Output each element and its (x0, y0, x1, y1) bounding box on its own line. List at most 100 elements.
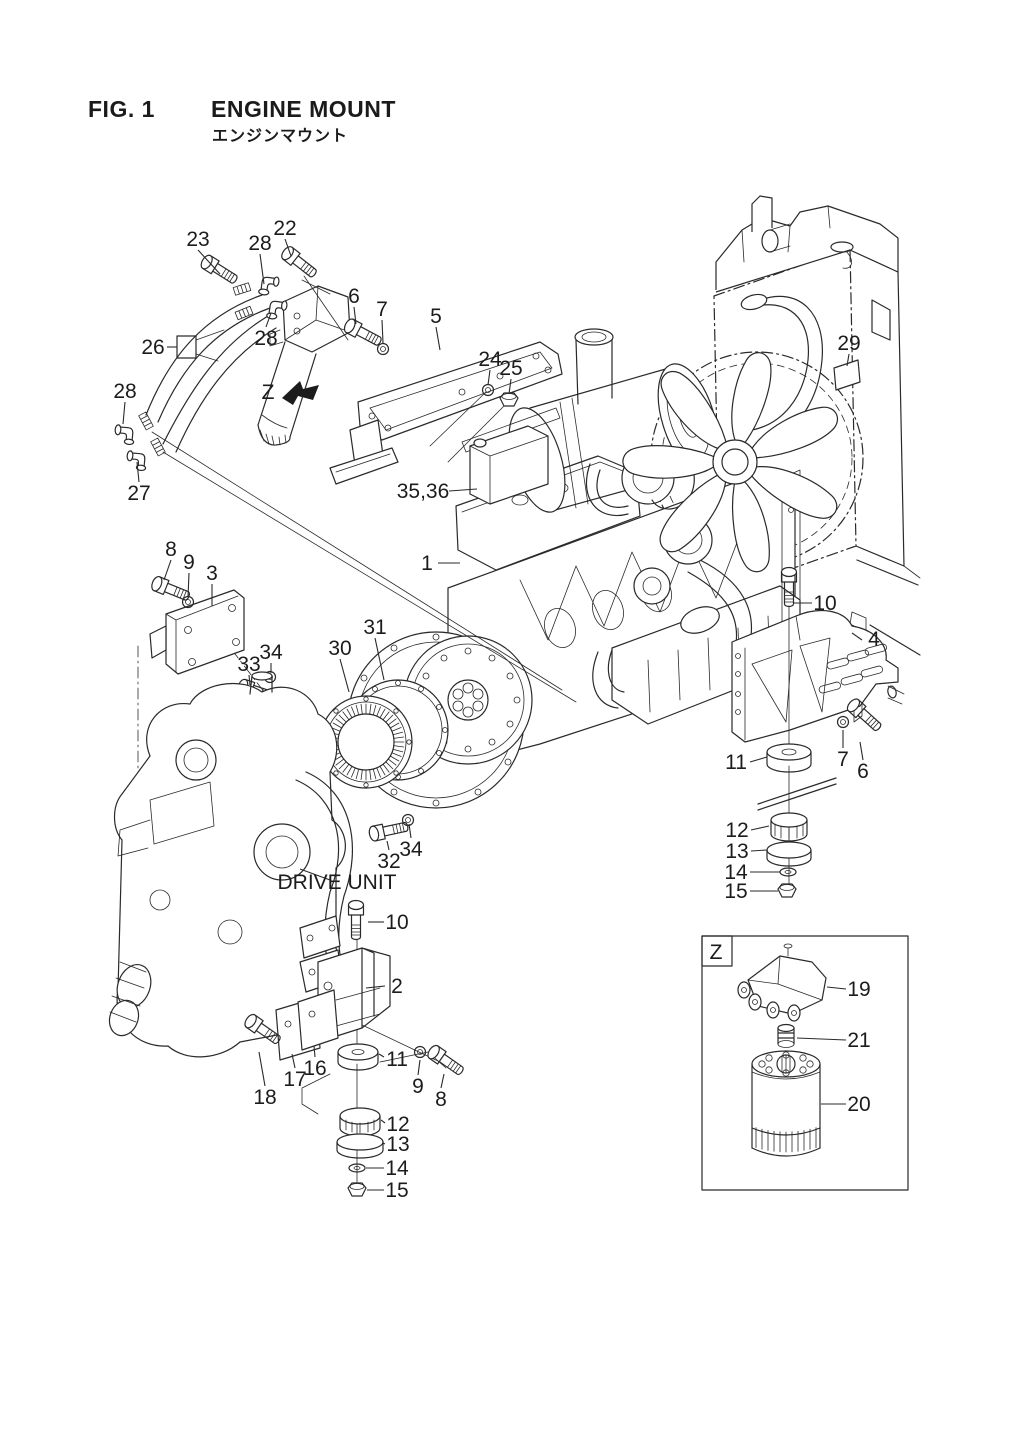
callout-6: 6 (857, 760, 869, 783)
leader-line-35,36 (448, 488, 478, 492)
callout-8: 8 (435, 1088, 447, 1111)
leader-line-23 (197, 249, 221, 275)
leader-line-17 (291, 1053, 296, 1069)
callout-18: 18 (253, 1086, 276, 1109)
callout-7: 7 (837, 748, 849, 771)
callout-19: 19 (847, 978, 870, 1001)
callout-8: 8 (165, 538, 177, 561)
callout-12: 12 (725, 819, 748, 842)
leader-line-28 (259, 253, 265, 285)
callout-25: 25 (499, 357, 522, 380)
leader-line-25 (508, 378, 512, 395)
leader-line-DRIVE UNIT (299, 868, 331, 881)
bracket-3-drawing (137, 574, 305, 789)
callout-12: 12 (386, 1113, 409, 1136)
callout-10: 10 (813, 592, 836, 615)
leader-line-13 (382, 1142, 386, 1145)
callout-20: 20 (847, 1093, 870, 1116)
callout-33: 33 (237, 653, 260, 676)
engine-drawing (447, 293, 823, 763)
callout-15: 15 (385, 1179, 408, 1202)
callout-16: 16 (303, 1057, 326, 1080)
callout-14: 14 (724, 861, 748, 884)
callout-Z: Z (262, 381, 275, 404)
leader-line-22 (284, 238, 292, 257)
leader-line-24 (487, 369, 491, 386)
callout-24: 24 (478, 348, 502, 371)
leader-line-6 (353, 306, 357, 325)
page-title-japanese: エンジンマウント (212, 128, 349, 145)
leader-line-30 (339, 658, 350, 693)
callout-21: 21 (847, 1029, 870, 1052)
oil-filter-assembly-drawing (257, 275, 351, 446)
leader-line-29 (846, 353, 850, 367)
callout-14: 14 (385, 1157, 409, 1180)
callout-DRIVE UNIT: DRIVE UNIT (277, 871, 396, 894)
callout-30: 30 (328, 637, 351, 660)
callout-11: 11 (386, 1048, 408, 1071)
bracket-5-drawing (329, 341, 563, 485)
callout-13: 13 (725, 840, 748, 863)
callout-9: 9 (183, 551, 195, 574)
callout-10: 10 (385, 911, 408, 934)
leader-line-13 (750, 849, 768, 852)
leader-line-6 (859, 741, 864, 761)
leader-line-2 (365, 985, 386, 989)
hose-lines-drawing (113, 243, 577, 703)
callout-28: 28 (254, 327, 277, 350)
leader-line-12 (380, 1119, 386, 1124)
leader-line-9 (417, 1059, 421, 1076)
callout-5: 5 (430, 305, 442, 328)
figure-number: FIG. 1 (88, 96, 155, 122)
callout-28: 28 (113, 380, 136, 403)
callout-9: 9 (412, 1075, 424, 1098)
callout-35,36: 35,36 (397, 480, 450, 503)
callout-27: 27 (127, 482, 150, 505)
callout-31: 31 (363, 616, 386, 639)
leader-line-8 (440, 1073, 445, 1089)
callout-11: 11 (725, 751, 747, 774)
leader-line-8 (163, 559, 172, 581)
leader-line-16 (313, 1045, 316, 1058)
callout-6: 6 (348, 285, 360, 308)
callout-32: 32 (377, 850, 400, 873)
callout-Z: Z (710, 941, 723, 964)
right-mount-stack-drawing (757, 566, 885, 898)
leader-line-32 (386, 840, 390, 851)
callout-34: 34 (399, 838, 423, 861)
callout-28: 28 (248, 232, 271, 255)
leader-line-9 (187, 572, 190, 598)
leader-line-34 (408, 823, 412, 839)
leader-line-11 (378, 1053, 385, 1058)
leader-line-28 (122, 401, 126, 425)
callout-17: 17 (283, 1068, 306, 1091)
callout-13: 13 (386, 1133, 409, 1156)
leader-line-4 (851, 632, 863, 641)
leader-line-5 (435, 326, 441, 351)
radiator-drawing (650, 195, 921, 723)
callout-3: 3 (206, 562, 218, 585)
leader-line-19 (826, 986, 847, 990)
detail-z-box (701, 935, 909, 1191)
leader-line-27 (136, 461, 140, 483)
callout-15: 15 (724, 880, 747, 903)
leader-line-7 (381, 319, 384, 344)
leader-line-11 (749, 756, 768, 763)
fan-drawing (622, 352, 839, 573)
callout-34: 34 (259, 641, 283, 664)
leader-line-12 (750, 825, 770, 831)
leader-line-21 (796, 1037, 847, 1041)
leader-line-18 (258, 1051, 266, 1087)
callout-4: 4 (868, 628, 880, 651)
callout-22: 22 (273, 217, 296, 240)
callout-7: 7 (376, 298, 388, 321)
lower-mount-stack-drawing (242, 899, 467, 1197)
callout-23: 23 (186, 228, 209, 251)
callout-29: 29 (837, 332, 860, 355)
callout-1: 1 (421, 552, 433, 575)
leader-line-31 (374, 637, 385, 681)
page-title: ENGINE MOUNT (211, 96, 396, 122)
